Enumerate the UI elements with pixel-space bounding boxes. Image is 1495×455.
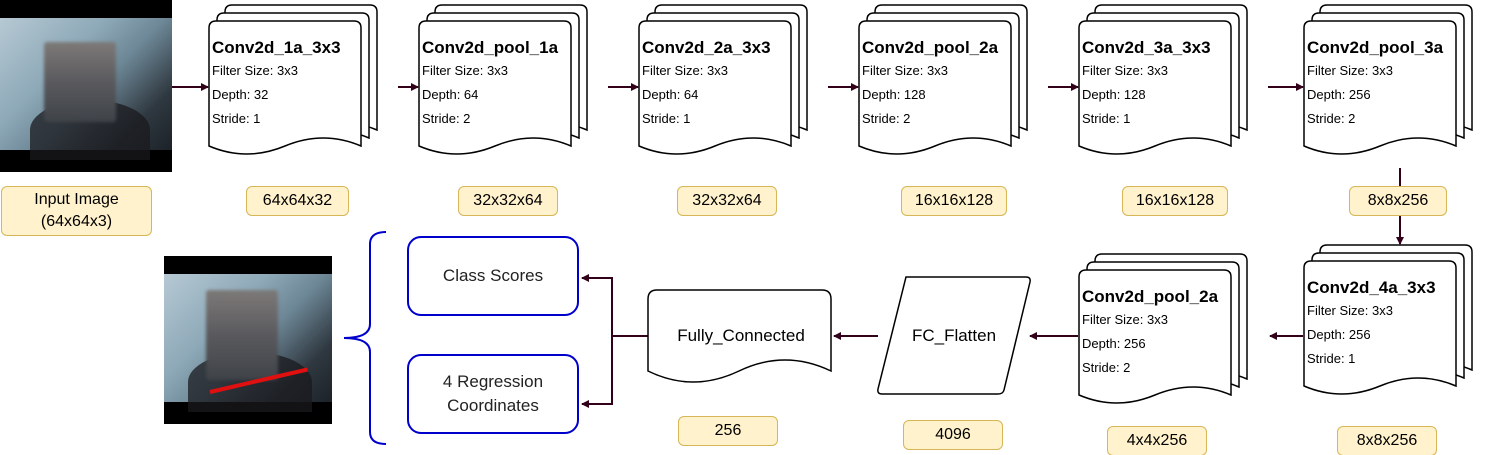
layer-output-shape: 16x16x128 (901, 186, 1007, 216)
layer-title: Conv2d_pool_2a (1082, 287, 1219, 306)
layer-stack-shape (1078, 253, 1248, 404)
layer-output-shape: 64x64x32 (246, 186, 349, 216)
layer-depth: Depth: 128 (1082, 87, 1146, 102)
fully-connected-shape (647, 289, 832, 383)
layer-depth: Depth: 256 (1082, 336, 1146, 351)
layer-stack-shape (418, 4, 588, 155)
class-scores-label: Class Scores (442, 266, 544, 285)
layer-filter-size: Filter Size: 3x3 (862, 63, 948, 78)
input-label-line2: (64x64x3) (40, 213, 113, 230)
layer-stride: Stride: 1 (212, 111, 261, 126)
layer-stride: Stride: 2 (862, 111, 911, 126)
layer-output-shape: 8x8x256 (1337, 426, 1437, 455)
layer-filter-size: Filter Size: 3x3 (422, 63, 508, 78)
layer-title: Conv2d_pool_3a (1307, 38, 1444, 57)
fully-connected-output: 256 (678, 416, 778, 446)
edge-fc-to-regression (581, 336, 613, 408)
layer-stride: Stride: 2 (1082, 360, 1131, 375)
layer-output-shape: 8x8x256 (1349, 186, 1447, 216)
layer-title: Conv2d_pool_2a (862, 38, 999, 57)
class-scores-box: Class Scores (407, 236, 579, 316)
layer-filter-size: Filter Size: 3x3 (1307, 63, 1393, 78)
layer-depth: Depth: 64 (422, 87, 479, 102)
flatten-output: 4096 (903, 420, 1003, 450)
edge-fc-split (581, 274, 648, 337)
layer-filter-size: Filter Size: 3x3 (212, 63, 298, 78)
layer-title: Conv2d_1a_3x3 (212, 38, 341, 57)
layer-stride: Stride: 2 (422, 111, 471, 126)
layer-output-shape: 16x16x128 (1122, 186, 1228, 216)
fully-connected-label: Fully_Connected (677, 326, 805, 345)
regression-label-line1: 4 Regression (442, 372, 544, 391)
layer-filter-size: Filter Size: 3x3 (1082, 312, 1168, 327)
layer-filter-size: Filter Size: 3x3 (1307, 303, 1393, 318)
regression-label-line2: Coordinates (447, 396, 539, 415)
layer-stride: Stride: 1 (1082, 111, 1131, 126)
regression-box: 4 Regression Coordinates (407, 354, 579, 434)
layer-stack-shape (1303, 4, 1473, 155)
layer-depth: Depth: 64 (642, 87, 699, 102)
layer-depth: Depth: 128 (862, 87, 926, 102)
layer-stack-shape (1303, 244, 1473, 395)
flatten-shape (877, 276, 1031, 395)
layer-filter-size: Filter Size: 3x3 (642, 63, 728, 78)
layer-stack-shape (858, 4, 1028, 155)
output-image (164, 256, 332, 424)
layer-output-shape: 4x4x256 (1107, 426, 1207, 455)
layer-stack-shape (1078, 4, 1248, 155)
input-shape-label: Input Image (64x64x3) (1, 186, 152, 236)
layer-output-shape: 32x32x64 (458, 186, 558, 216)
layer-title: Conv2d_2a_3x3 (642, 38, 771, 57)
output-brace (343, 231, 387, 445)
layer-depth: Depth: 32 (212, 87, 269, 102)
layer-output-shape: 32x32x64 (677, 186, 777, 216)
layer-depth: Depth: 256 (1307, 87, 1371, 102)
layer-title: Conv2d_3a_3x3 (1082, 38, 1211, 57)
flatten-label: FC_Flatten (911, 326, 997, 345)
layer-title: Conv2d_4a_3x3 (1307, 278, 1436, 297)
input-label-line1: Input Image (34, 191, 119, 208)
layer-stride: Stride: 2 (1307, 111, 1356, 126)
layer-stack-shape (638, 4, 808, 155)
layer-depth: Depth: 256 (1307, 327, 1371, 342)
layer-stack-shape (208, 4, 378, 155)
input-image (0, 0, 172, 172)
layer-stride: Stride: 1 (642, 111, 691, 126)
layer-filter-size: Filter Size: 3x3 (1082, 63, 1168, 78)
layer-title: Conv2d_pool_1a (422, 38, 559, 57)
layer-stride: Stride: 1 (1307, 351, 1356, 366)
